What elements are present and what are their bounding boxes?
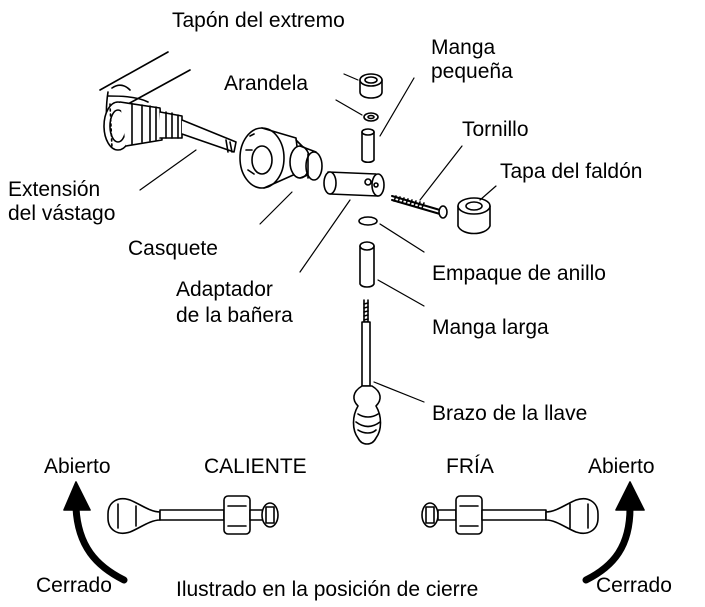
- caption-label: Ilustrado en la posición de cierre: [176, 578, 479, 601]
- bonnet-label: Casquete: [128, 237, 218, 260]
- small-sleeve-label-line2: pequeña: [431, 60, 513, 83]
- stem-extension-label-line1: Extensión: [8, 178, 101, 201]
- closed-label-left: Cerrado: [36, 574, 112, 597]
- stem-extension-illustration: [159, 111, 237, 153]
- tub-adapter-label-line2: de la bañera: [176, 304, 293, 327]
- open-label-right: Abierto: [588, 455, 655, 478]
- end-cap-illustration: [359, 73, 383, 99]
- small-sleeve-illustration: [361, 128, 375, 164]
- screw-label: Tornillo: [462, 118, 529, 141]
- leader-lines: [139, 73, 497, 403]
- o-ring-label: Empaque de anillo: [432, 262, 606, 285]
- handle-arm-label: Brazo de la llave: [432, 402, 588, 425]
- cold-label: FRÍA: [446, 455, 494, 478]
- end-cap-label: Tapón del extremo: [172, 9, 345, 32]
- open-label-left: Abierto: [44, 455, 111, 478]
- closed-label-right: Cerrado: [596, 574, 672, 597]
- o-ring-illustration: [358, 216, 378, 226]
- screw-illustration: [391, 195, 448, 219]
- hot-handle-closed-illustration: [107, 495, 279, 535]
- open-arrow-right-icon: [582, 481, 645, 584]
- cold-handle-closed-illustration: [421, 495, 599, 535]
- small-sleeve-label-line1: Manga: [431, 36, 496, 59]
- skirt-cap-illustration: [457, 197, 491, 235]
- open-arrow-left-icon: [63, 481, 128, 584]
- washer-label: Arandela: [224, 72, 309, 95]
- tub-adapter-label-line1: Adaptador: [176, 278, 273, 301]
- skirt-cap-label: Tapa del faldón: [500, 160, 643, 183]
- long-sleeve-illustration: [359, 241, 375, 288]
- washer-illustration: [363, 112, 379, 122]
- hot-label: CALIENTE: [204, 455, 307, 478]
- tub-adapter-illustration: [323, 171, 385, 197]
- long-sleeve-label: Manga larga: [432, 316, 549, 339]
- bonnet-illustration: [239, 127, 323, 189]
- stem-extension-label-line2: del vástago: [8, 202, 116, 225]
- handle-arm-illustration: [352, 299, 382, 445]
